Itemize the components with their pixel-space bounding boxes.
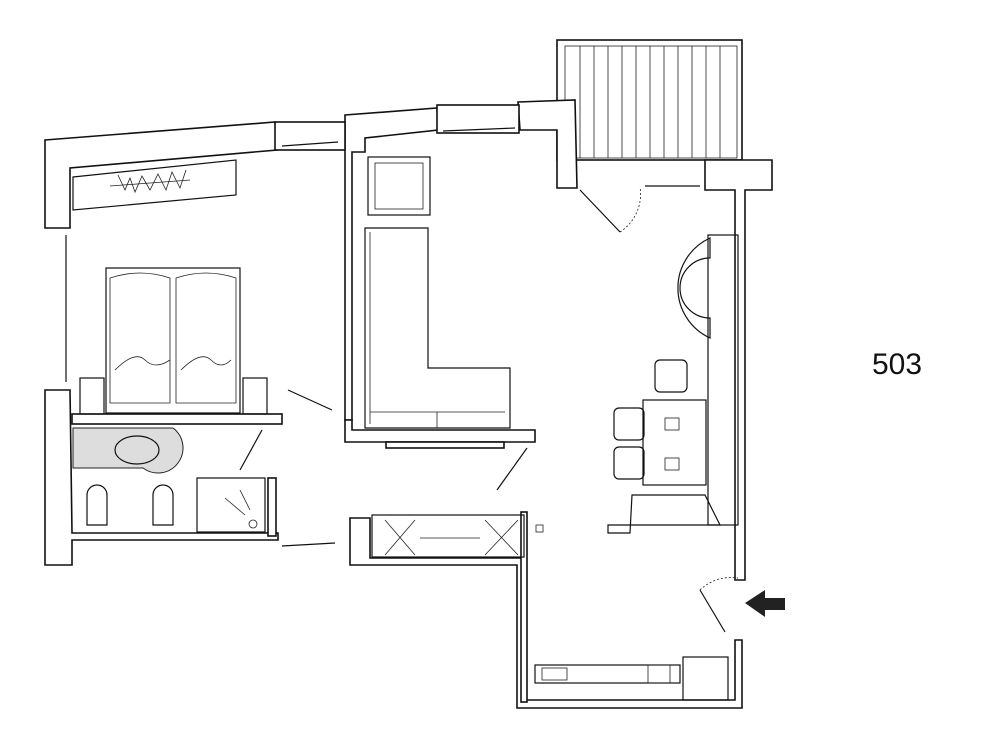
dining-table: [642, 399, 707, 486]
interior-walls: [71, 413, 536, 703]
bench: [607, 494, 721, 534]
round-bar-counter: [677, 237, 711, 339]
bidet: [152, 484, 174, 526]
nightstand-left: [79, 377, 105, 415]
balcony-door[interactable]: [579, 189, 621, 233]
dining-chair-left-2: [613, 446, 645, 480]
doors[interactable]: [239, 186, 739, 633]
corner-sofa: [364, 227, 511, 429]
entry-arrow-icon[interactable]: [745, 590, 785, 617]
wardrobe-bedroom: [72, 159, 237, 211]
living-door[interactable]: [496, 447, 528, 491]
dining-chair-left-1: [613, 407, 645, 441]
shower: [196, 477, 266, 533]
toilet: [86, 484, 108, 526]
kitchen-counter: [707, 234, 739, 526]
hall-door[interactable]: [281, 542, 336, 547]
unit-number: 503: [872, 348, 923, 381]
nightstand-right: [242, 377, 268, 415]
armchair: [367, 156, 431, 216]
dining-chair-top: [654, 359, 688, 393]
bathroom-sink: [72, 427, 184, 474]
meter-box-icon: [535, 524, 544, 533]
bathroom-door[interactable]: [239, 429, 263, 471]
entrance-door[interactable]: [699, 589, 726, 633]
bedroom-door[interactable]: [287, 389, 333, 411]
windows: [65, 104, 700, 382]
double-bed: [105, 267, 241, 414]
kitchenette: [534, 656, 729, 701]
balcony: [556, 39, 743, 161]
hall-wardrobe: [371, 514, 525, 558]
exterior-walls: [44, 99, 773, 709]
